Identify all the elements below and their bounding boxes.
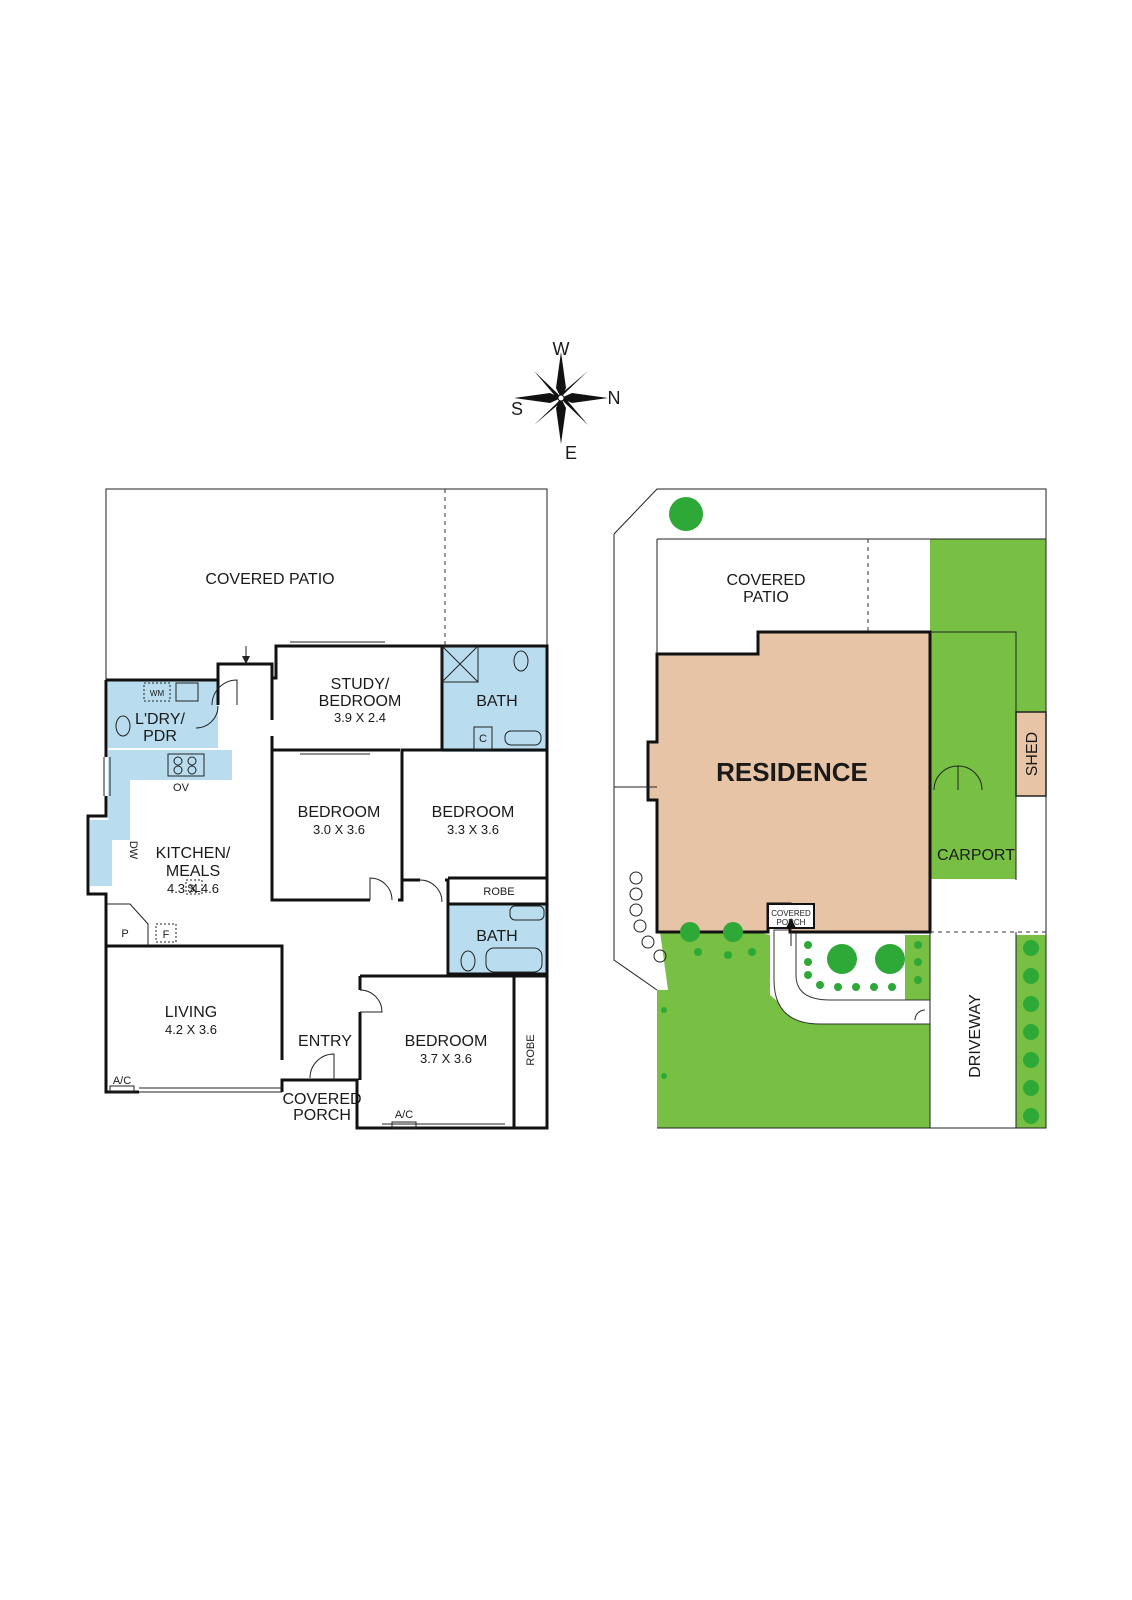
bedroom-2-dim: 3.0 X 3.6: [313, 822, 365, 837]
ac-label-living: A/C: [113, 1075, 131, 1087]
compass-n: N: [608, 388, 621, 408]
bedroom-3-dim: 3.3 X 3.6: [447, 822, 499, 837]
kitchen-label-2: MEALS: [166, 863, 220, 880]
dishwasher-bench: [90, 820, 112, 886]
residence-label: RESIDENCE: [716, 757, 868, 787]
bath-1-label: BATH: [476, 693, 517, 710]
compass-s: S: [511, 399, 523, 419]
residence-block: [648, 632, 930, 932]
laundry-label-1: L'DRY/: [135, 711, 185, 728]
floor-plan: COVERED PATIO WM L'DRY/ PDR OV SL DW KIT…: [86, 488, 549, 1130]
bedroom-2-label: BEDROOM: [298, 804, 381, 821]
living-label: LIVING: [165, 1004, 217, 1021]
wm-label: WM: [150, 689, 165, 698]
entry-label: ENTRY: [298, 1033, 352, 1050]
fp-covered-patio-label: COVERED PATIO: [205, 571, 334, 588]
cupboard-label: C: [479, 733, 487, 745]
site-plan: COVERED PATIO RESIDENCE SHED CARPORT DRI…: [613, 488, 1047, 1129]
shrub-icon: [680, 922, 700, 942]
shrub-icon: [723, 922, 743, 942]
driveway-label: DRIVEWAY: [967, 994, 984, 1078]
shed-label: SHED: [1024, 732, 1041, 776]
tree-icon: [669, 497, 703, 531]
kitchen-bench-side: [108, 780, 130, 840]
tree-icon: [827, 944, 857, 974]
bedroom-3-label: BEDROOM: [432, 804, 515, 821]
sink-label: SL: [187, 883, 200, 895]
study-dim: 3.9 X 2.4: [334, 710, 386, 725]
laundry-label-2: PDR: [143, 728, 177, 745]
fp-porch-label-1: COVERED: [282, 1091, 361, 1108]
sp-porch-label-2: PORCH: [777, 918, 806, 927]
kitchen-bench: [108, 750, 232, 780]
robe-2-label: ROBE: [525, 1034, 537, 1065]
laundry-area: [108, 680, 218, 748]
robe-1-label: ROBE: [483, 886, 514, 898]
study-label-2: BEDROOM: [319, 693, 402, 710]
compass-w: W: [553, 339, 570, 359]
bedroom-4-label: BEDROOM: [405, 1033, 488, 1050]
fridge-label: F: [163, 929, 170, 941]
sp-covered-patio-label-2: PATIO: [743, 589, 789, 606]
shed-block: [1015, 711, 1047, 797]
bedroom-4-dim: 3.7 X 3.6: [420, 1051, 472, 1066]
pantry-label: P: [121, 928, 128, 940]
compass-e: E: [565, 443, 577, 463]
carport-label: CARPORT: [937, 847, 1015, 864]
bath-2-label: BATH: [476, 928, 517, 945]
ac-label-bedroom: A/C: [395, 1109, 413, 1121]
sp-covered-patio-label-1: COVERED: [726, 572, 805, 589]
study-label-1: STUDY/: [331, 676, 390, 693]
sp-porch-label-1: COVERED: [771, 909, 811, 918]
living-dim: 4.2 X 3.6: [165, 1022, 217, 1037]
tree-icon: [875, 944, 905, 974]
bath-2-area: [450, 904, 547, 976]
oven-label: OV: [173, 782, 190, 794]
kitchen-label-1: KITCHEN/: [156, 845, 231, 862]
fp-porch-label-2: PORCH: [293, 1107, 351, 1124]
dishwasher-label: DW: [127, 841, 139, 860]
compass-rose: W N S E: [511, 339, 621, 463]
kitchen-dim: 4.3 X 4.6: [167, 881, 219, 896]
